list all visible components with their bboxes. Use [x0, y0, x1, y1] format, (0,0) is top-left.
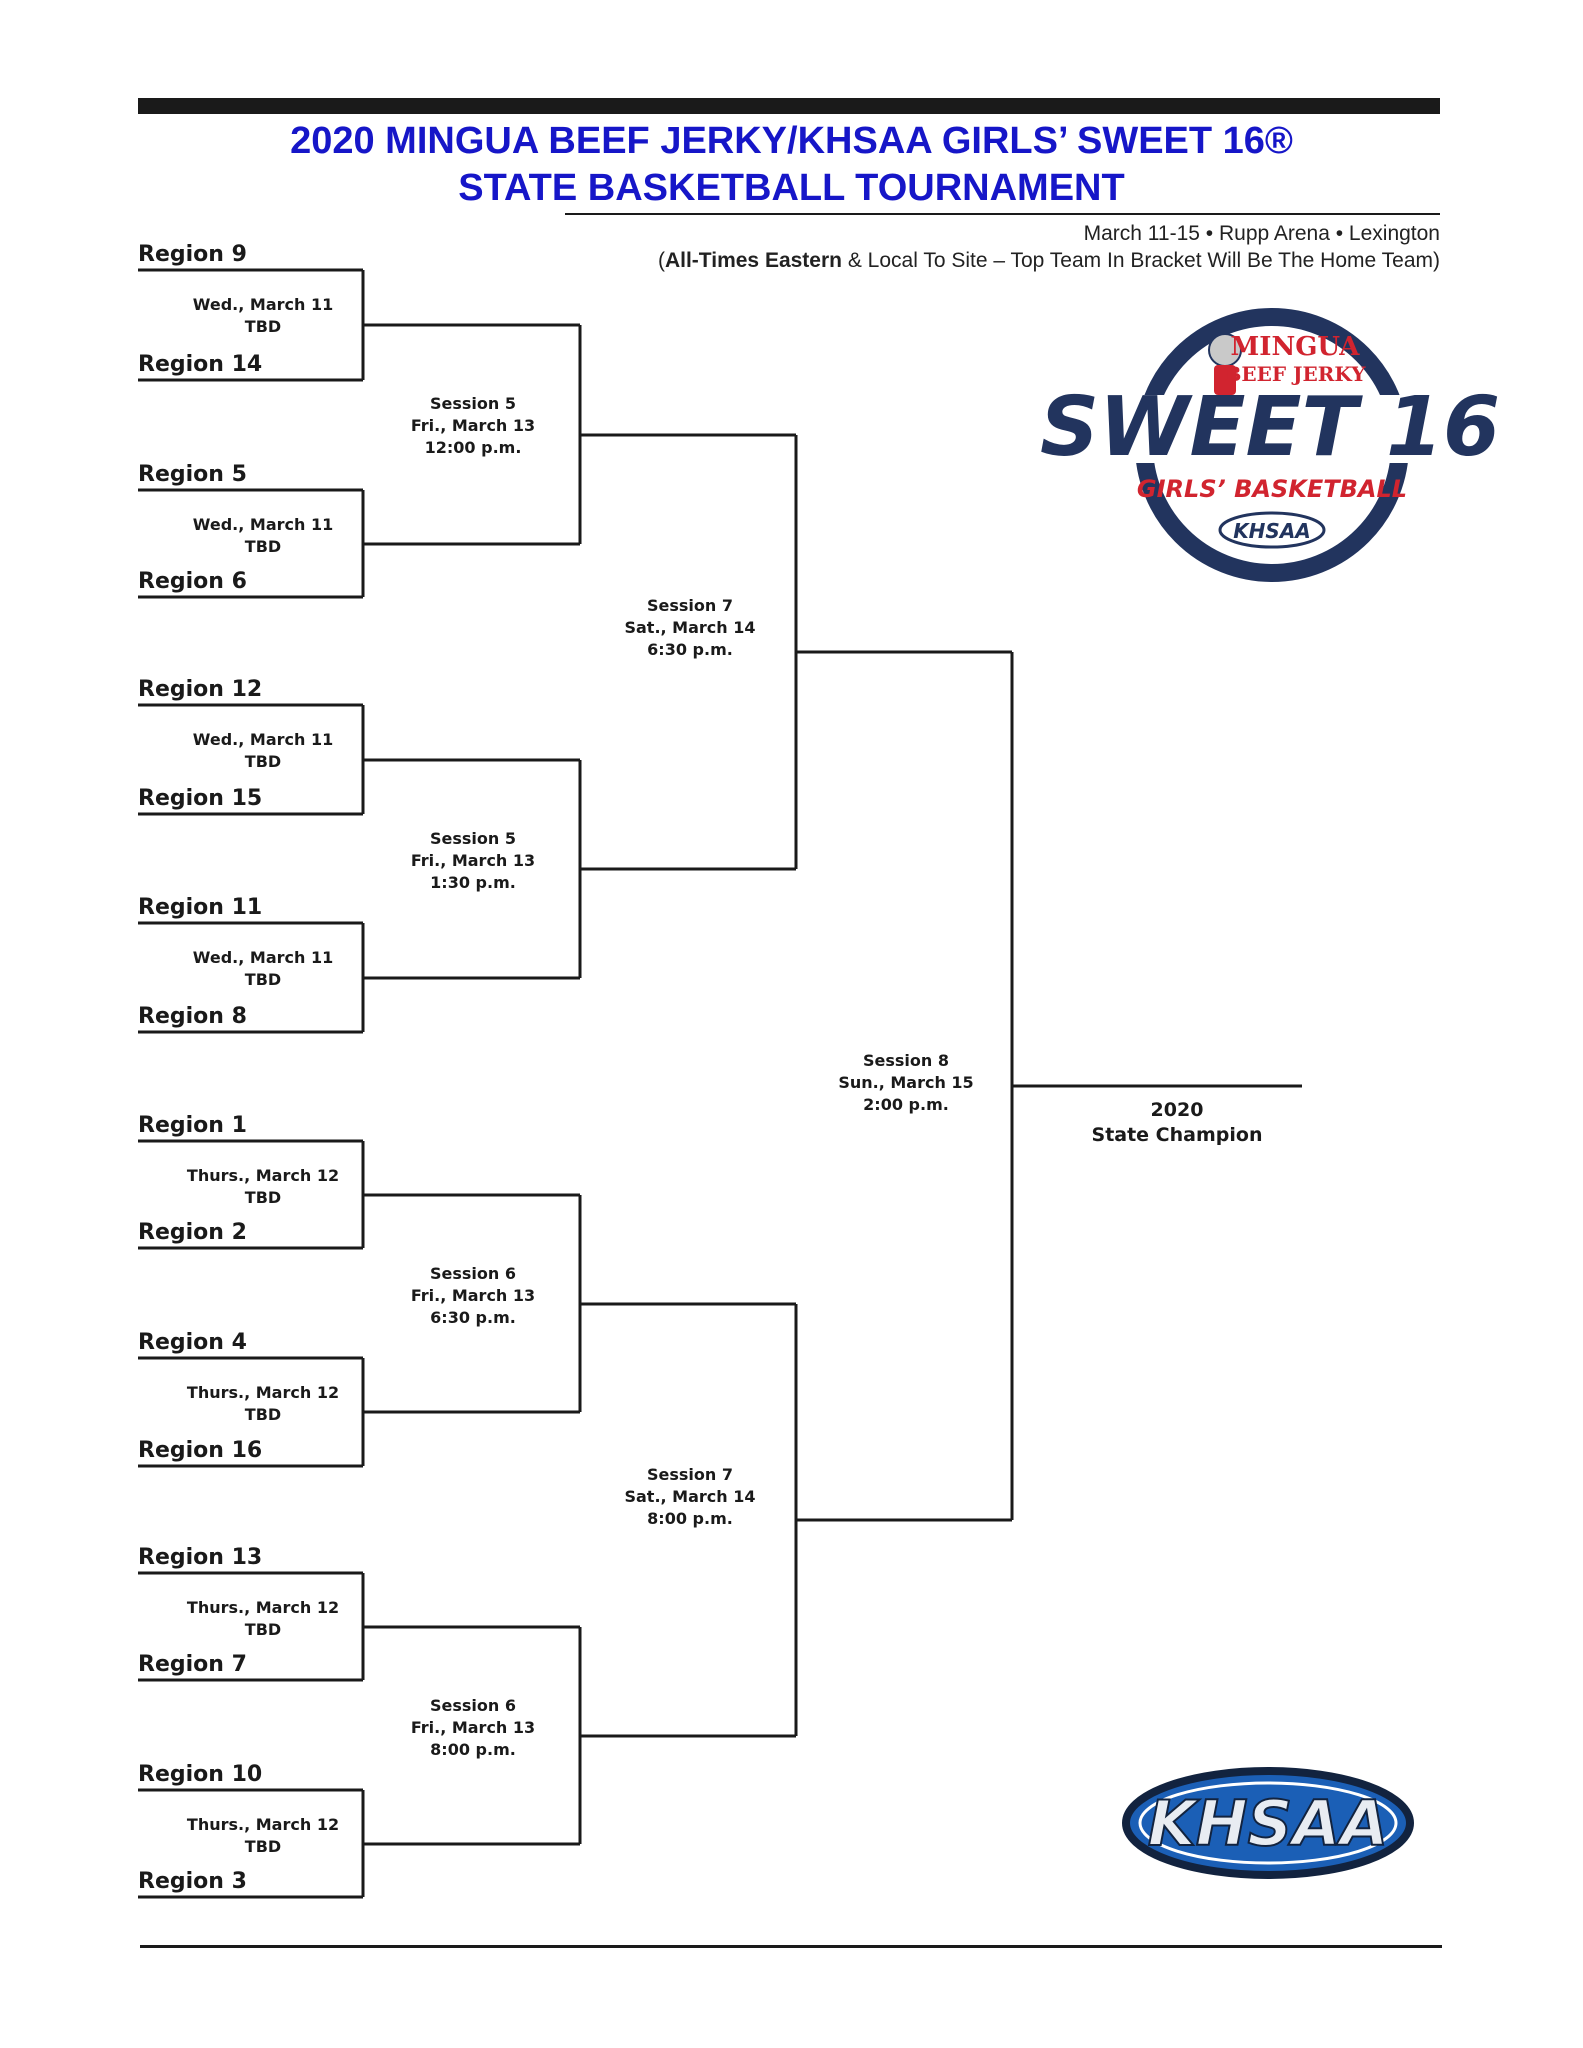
session-label: Session 7: [647, 596, 733, 615]
session-time: 6:30 p.m.: [647, 640, 733, 659]
region-label: Region 9: [138, 242, 247, 267]
session-day: Fri., March 13: [410, 851, 536, 870]
session-label: Session 5: [430, 829, 516, 848]
logo-sweet16-text: SWEET 16: [1040, 380, 1500, 475]
champion-label: State Champion: [1091, 1124, 1263, 1146]
final-time: 2:00 p.m.: [863, 1095, 949, 1114]
region-label: Region 15: [138, 786, 263, 811]
session-time: 8:00 p.m.: [430, 1740, 516, 1759]
khsaa-logo: KHSAA: [1122, 1767, 1414, 1879]
page-title-line1: 2020 MINGUA BEEF JERKY/KHSAA GIRLS’ SWEE…: [290, 120, 1293, 162]
session-time: 8:00 p.m.: [647, 1509, 733, 1528]
khsaa-logo-text: KHSAA: [1148, 1787, 1389, 1860]
logo-khsaa-badge-text: KHSAA: [1233, 519, 1311, 543]
times-note-open: (: [657, 249, 665, 272]
game-time: TBD: [244, 1837, 282, 1856]
game-time: TBD: [244, 1405, 282, 1424]
region-label: Region 6: [138, 569, 247, 594]
khsaa-oval: [1122, 1767, 1414, 1879]
logo-brand-line2: BEEF JERKY: [1224, 362, 1366, 386]
game-time: TBD: [244, 752, 282, 771]
region-label: Region 13: [138, 1545, 263, 1570]
region-label: Region 2: [138, 1220, 247, 1245]
region-label: Region 11: [138, 895, 263, 920]
game-time: TBD: [244, 1188, 282, 1207]
logo-band: [1100, 395, 1445, 463]
game-day: Thurs., March 12: [186, 1815, 340, 1834]
bottom-rule: [140, 1945, 1442, 1948]
region-label: Region 3: [138, 1869, 247, 1894]
game-day: Wed., March 11: [192, 295, 334, 314]
region-label: Region 10: [138, 1762, 263, 1787]
title-rule: [565, 213, 1440, 215]
mascot-body-icon: [1214, 365, 1236, 395]
session-label: Session 6: [430, 1264, 516, 1283]
event-dates-location: March 11-15 • Rupp Arena • Lexington: [1083, 222, 1440, 245]
page-title-line2: STATE BASKETBALL TOURNAMENT: [458, 167, 1125, 209]
session-time: 1:30 p.m.: [430, 873, 516, 892]
logo-khsaa-badge: [1218, 511, 1326, 549]
champion-year: 2020: [1150, 1099, 1204, 1121]
sweet16-logo: MINGUA BEEF JERKY SWEET 16 GIRLS’ BASKET…: [1040, 308, 1500, 582]
region-label: Region 16: [138, 1438, 263, 1463]
game-time: TBD: [244, 537, 282, 556]
khsaa-oval-inner: [1138, 1781, 1398, 1865]
game-day: Wed., March 11: [192, 515, 334, 534]
region-label: Region 1: [138, 1113, 247, 1138]
session-day: Fri., March 13: [410, 416, 536, 435]
final-session: Session 8: [863, 1051, 949, 1070]
game-day: Wed., March 11: [192, 948, 334, 967]
times-note-rest: & Local To Site – Top Team In Bracket Wi…: [841, 249, 1440, 272]
final-day: Sun., March 15: [838, 1073, 974, 1092]
session-day: Fri., March 13: [410, 1286, 536, 1305]
session-label: Session 6: [430, 1696, 516, 1715]
session-time: 12:00 p.m.: [424, 438, 522, 457]
game-time: TBD: [244, 317, 282, 336]
session-day: Sat., March 14: [624, 618, 756, 637]
region-label: Region 5: [138, 462, 247, 487]
top-rule: [138, 98, 1440, 114]
session-day: Sat., March 14: [624, 1487, 756, 1506]
game-day: Wed., March 11: [192, 730, 334, 749]
region-label: Region 7: [138, 1652, 247, 1677]
region-label: Region 4: [138, 1330, 247, 1355]
game-day: Thurs., March 12: [186, 1383, 340, 1402]
region-label: Region 14: [138, 352, 263, 377]
session-label: Session 7: [647, 1465, 733, 1484]
session-day: Fri., March 13: [410, 1718, 536, 1737]
times-note-bold: All-Times Eastern: [664, 249, 842, 272]
region-label: Region 12: [138, 677, 263, 702]
logo-girls-basketball: GIRLS’ BASKETBALL: [1137, 475, 1407, 503]
game-day: Thurs., March 12: [186, 1166, 340, 1185]
logo-brand-line1: MINGUA: [1231, 332, 1361, 362]
session-time: 6:30 p.m.: [430, 1308, 516, 1327]
game-day: Thurs., March 12: [186, 1598, 340, 1617]
times-note: (All-Times Eastern & Local To Site – Top…: [658, 248, 1440, 274]
game-time: TBD: [244, 1620, 282, 1639]
session-label: Session 5: [430, 394, 516, 413]
region-label: Region 8: [138, 1004, 247, 1029]
game-time: TBD: [244, 970, 282, 989]
